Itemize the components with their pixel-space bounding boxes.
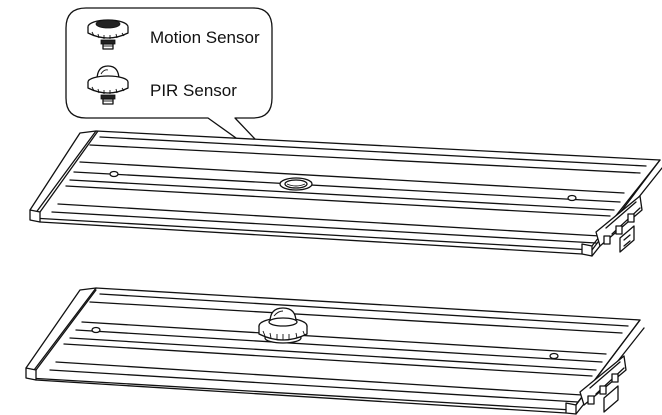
motion-sensor-icon: [87, 19, 129, 50]
fixture-bottom: [25, 287, 645, 415]
sensor-callout: Motion Sensor PIR Sensor: [65, 7, 293, 179]
fixture-top: [29, 130, 662, 257]
motion-sensor-label: Motion Sensor: [150, 28, 260, 47]
sensor-port: [279, 177, 313, 191]
pir-sensor-icon: [87, 65, 129, 105]
installed-sensor: [258, 307, 308, 344]
pir-sensor-label: PIR Sensor: [150, 81, 237, 100]
